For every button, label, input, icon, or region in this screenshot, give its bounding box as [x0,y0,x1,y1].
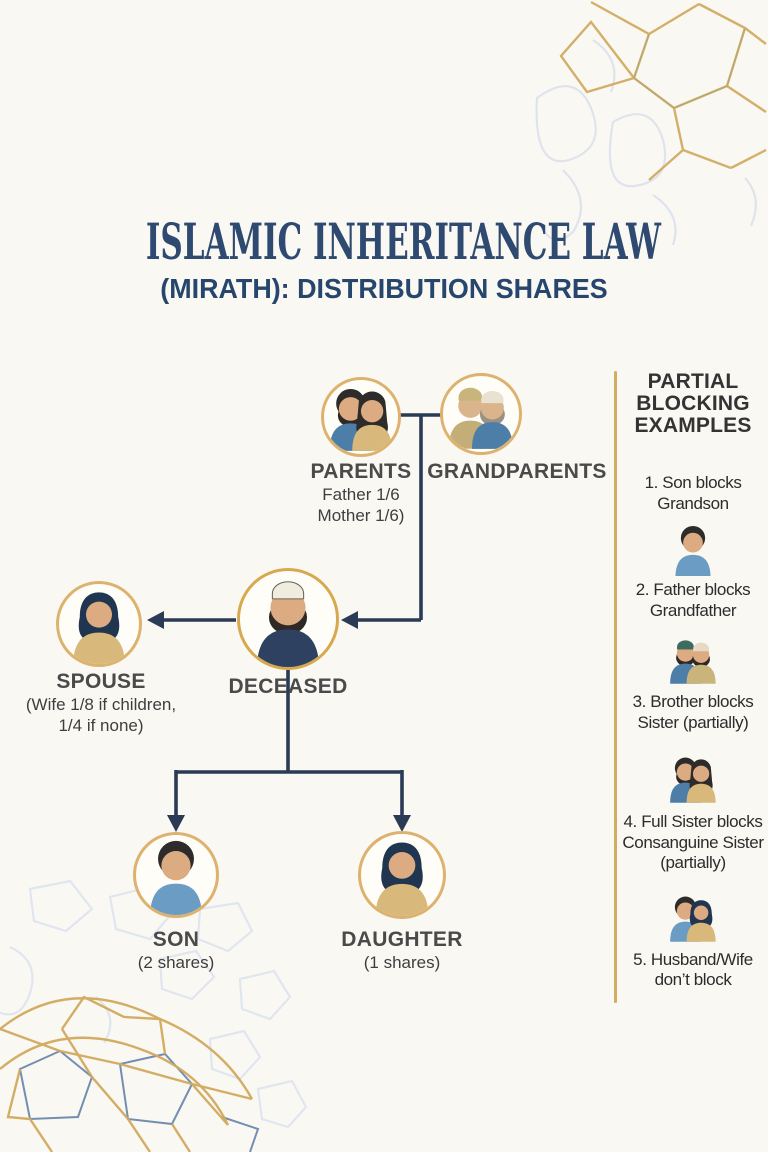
blocking-example-3: 3. Brother blocks Sister (partially) [632,692,754,732]
son-node-text: SON (2 shares) [96,927,256,973]
hijab-woman-icon [59,584,139,664]
daughter-label: DAUGHTER [341,928,463,951]
arrowhead-to-spouse [147,611,164,629]
arrowhead-to-deceased [341,611,358,629]
arrowhead-to-daughter [393,815,411,832]
blocking-example-4: 4. Full Sister blocks Consanguine Sister… [622,812,764,872]
grandparents-couple-icon [443,376,519,452]
two-elder-men-icon [661,632,725,686]
spouse-node-text: SPOUSE (Wife 1/8 if children, 1/4 if non… [6,669,196,736]
brother-sister-icon [661,751,725,805]
grandparents-label: GRANDPARENTS [427,460,607,483]
deceased-bearded-man-icon [240,571,336,667]
young-man-icon [136,835,216,915]
title-line-2: (MIRATH): DISTRIBUTION SHARES [160,273,608,304]
parents-node-circle [321,377,401,457]
deceased-label: DECEASED [228,675,348,698]
parents-node-text: PARENTS Father 1/6 Mother 1/6) [271,459,451,526]
arrowhead-to-son [167,815,185,832]
grandparents-node-text: GRANDPARENTS [427,459,607,484]
spouse-label: SPOUSE [56,670,146,693]
deceased-node-text: DECEASED [198,674,378,699]
son-share: (2 shares) [137,953,215,972]
page-title: Islamic Inheritance Law (MIRATH): DISTRI… [0,212,768,305]
blocking-example-2: 2. Father blocks Grandfather [635,580,751,620]
son-label: SON [152,928,200,951]
son-node-circle [133,832,219,918]
husband-wife-icon [661,890,725,944]
parents-share-father: Father 1/6 [322,485,400,504]
spouse-share-line-1: (Wife 1/8 if children, [25,695,177,714]
parents-couple-icon [324,380,398,454]
blocking-example-1: 1. Son blocks Grandson [644,473,742,513]
daughter-node-text: DAUGHTER (1 shares) [322,927,482,973]
daughter-share: (1 shares) [363,953,441,972]
young-man-icon [661,522,725,576]
title-line-1: Islamic Inheritance Law [145,212,661,271]
sidebar-gold-divider [614,371,617,1003]
parents-share-mother: Mother 1/6) [317,506,405,525]
deceased-node-circle [237,568,339,670]
daughter-node-circle [358,831,446,919]
parents-label: PARENTS [310,460,412,483]
partial-blocking-sidebar: PARTIAL BLOCKING EXAMPLES 1. Son blocks … [618,371,768,991]
hijab-woman-icon [361,834,443,916]
grandparents-node-circle [440,373,522,455]
blocking-example-5: 5. Husband/Wife don’t block [633,949,753,990]
sidebar-heading: PARTIAL BLOCKING EXAMPLES [634,370,752,437]
spouse-share-line-2: 1/4 if none) [58,716,144,735]
spouse-node-circle [56,581,142,667]
